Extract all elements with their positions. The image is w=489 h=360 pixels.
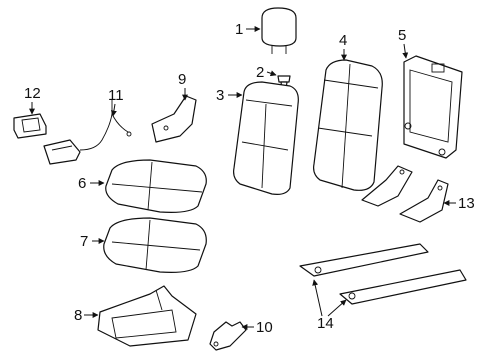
leader-14a	[312, 279, 323, 317]
seat-cushion-pad-part	[103, 217, 207, 273]
callout-12: 12	[24, 85, 41, 102]
leader-11	[110, 103, 117, 117]
callout-9: 9	[178, 71, 186, 88]
seat-cushion-frame-part	[97, 285, 197, 347]
seat-back-cover-part	[313, 59, 383, 191]
callout-13: 13	[458, 195, 475, 212]
bracket-part	[209, 321, 247, 351]
callout-3: 3	[216, 87, 224, 104]
callout-6: 6	[78, 175, 86, 192]
leader-14b	[327, 299, 347, 317]
headrest-guide-part	[277, 75, 291, 90]
callout-5: 5	[398, 27, 406, 44]
callout-11: 11	[108, 87, 124, 104]
seat-back-part	[233, 81, 299, 195]
seat-back-frame-part	[403, 55, 463, 159]
side-cover-part	[151, 95, 197, 143]
wire-harness-part	[43, 100, 132, 165]
leader-5	[402, 43, 409, 59]
callout-7: 7	[80, 233, 88, 250]
switch-part	[13, 113, 47, 139]
callout-1: 1	[235, 21, 243, 38]
seat-cushion-cover-part	[105, 159, 207, 213]
callout-8: 8	[74, 307, 82, 324]
callout-10: 10	[256, 319, 273, 336]
headrest-part	[261, 7, 297, 54]
callout-14: 14	[317, 315, 334, 332]
callout-2: 2	[256, 64, 264, 81]
leader-2	[266, 70, 277, 77]
callout-4: 4	[339, 32, 347, 49]
seat-track-part	[299, 243, 467, 305]
recliner-part	[361, 165, 449, 223]
